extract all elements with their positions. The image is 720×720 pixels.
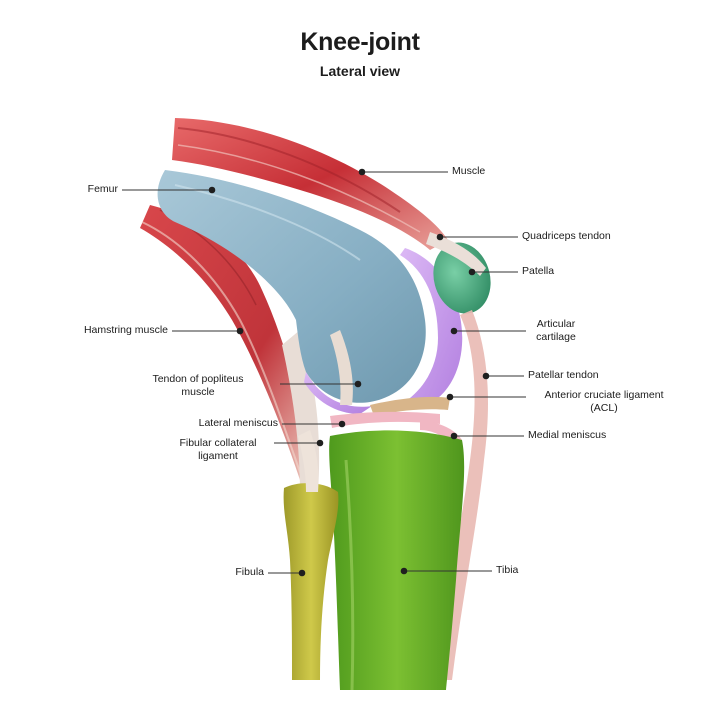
label-popliteus-line1: Tendon of popliteus [152,373,244,385]
label-patellar-tendon: Patellar tendon [528,369,599,381]
dot-femur [208,186,216,194]
page-subtitle: Lateral view [319,63,401,79]
label-acl: Anterior cruciate ligament (ACL) [526,389,682,414]
quadriceps-tendon-shape [426,232,486,276]
label-popliteus-line2: muscle [181,385,215,398]
label-articular-cartilage: Articular cartilage [526,318,586,343]
dot-patella [468,268,476,276]
quadriceps-muscle-shape [172,118,448,250]
label-lateral-meniscus: Lateral meniscus [198,417,278,429]
label-fibular-collateral: Fibular collateral ligament [164,437,272,462]
tibia-shape [329,430,465,690]
lateral-meniscus-shape [330,411,440,428]
dot-quadriceps-tendon [436,233,444,241]
label-muscle: Muscle [452,165,486,177]
label-fibular-line1: Fibular collateral [179,437,257,449]
label-patella: Patella [522,265,555,277]
label-fibula: Fibula [235,566,264,578]
acl-shape [370,396,450,416]
fibular-collateral-ligament-shape [298,430,319,492]
dot-cartilage [450,327,458,335]
label-medial-meniscus: Medial meniscus [528,429,607,441]
dot-muscle [358,168,366,176]
dot-patellar-tendon [482,372,490,380]
label-fibular-line2: ligament [198,449,238,462]
label-femur: Femur [87,183,118,195]
fibula-shape [283,483,339,680]
dot-medial-meniscus [450,432,458,440]
label-tibia: Tibia [496,564,519,576]
label-hamstring-muscle: Hamstring muscle [83,324,168,336]
label-acl-line2: (ACL) [590,401,618,414]
dot-tibia [400,567,408,575]
popliteus-tendon-shape [330,330,353,405]
dot-popliteus [354,380,362,388]
femur-shape [157,170,426,403]
dot-lateral-meniscus [338,420,346,428]
dot-acl [446,393,454,401]
label-quadriceps-tendon: Quadriceps tendon [522,230,611,242]
dot-fibular-collateral [316,439,324,447]
label-articular-line1: Articular [536,318,576,330]
label-acl-line1: Anterior cruciate ligament [544,389,664,401]
dot-fibula [298,569,306,577]
label-tendon-popliteus: Tendon of popliteus muscle [116,373,280,398]
page-title: Knee-joint [300,28,420,56]
label-articular-line2: cartilage [536,330,576,343]
dot-hamstring [236,327,244,335]
